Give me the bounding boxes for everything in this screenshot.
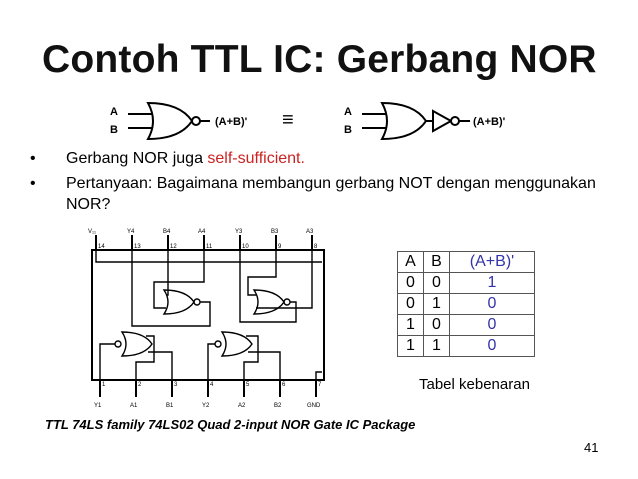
pin-label-y3: Y3: [235, 229, 243, 235]
left-output-label: (A+B)': [215, 116, 248, 128]
pin-number-1: 1: [102, 382, 106, 388]
bullet-item-1: •Gerbang NOR juga self-sufficient.: [30, 150, 305, 167]
pin-number-10: 10: [242, 244, 249, 250]
truth-cell: 0: [397, 293, 424, 315]
pin-number-14: 14: [98, 244, 105, 250]
pin-number-7: 7: [318, 382, 322, 388]
truth-cell-output: 0: [449, 335, 535, 357]
pin-number-9: 9: [278, 244, 282, 250]
truth-cell: 0: [423, 314, 450, 336]
pin-label-gnd: GND: [307, 403, 321, 409]
pin-label-a2: A2: [238, 403, 246, 409]
truth-cell: 1: [423, 293, 450, 315]
pin-label-y4: Y4: [127, 229, 135, 235]
truth-cell-output: 0: [449, 314, 535, 336]
pin-label-a1: A1: [130, 403, 138, 409]
page-number: 41: [584, 440, 599, 455]
truth-table: A B (A+B)' 0 0 1 0 1 0 1 0 0 1 1 0: [397, 251, 535, 357]
pin-number-13: 13: [134, 244, 141, 250]
nor-gate-4: [162, 289, 195, 315]
pin-number-3: 3: [174, 382, 178, 388]
pin-label-b2: B2: [274, 403, 282, 409]
equivalence-symbol: ≡: [282, 109, 294, 131]
table-row: 1 1 0: [397, 335, 535, 357]
pin-number-4: 4: [210, 382, 214, 388]
truth-header-output: (A+B)': [449, 251, 535, 273]
truth-table-header-row: A B (A+B)': [397, 251, 535, 273]
truth-header-b: B: [423, 251, 450, 273]
or-gate-right: [380, 101, 428, 140]
pin-label-b4: B4: [163, 229, 171, 235]
pin-number-5: 5: [246, 382, 250, 388]
table-row: 1 0 0: [397, 314, 535, 336]
nor-gate-left: [146, 101, 194, 140]
pin-number-12: 12: [170, 244, 177, 250]
bullet-item-2: •Pertanyaan: Bagaimana membangun gerbang…: [30, 175, 596, 213]
pin-label-b3: B3: [271, 229, 279, 235]
ic-74ls02-diagram: V₁₁ Y4 B4 A4 Y3 B3 A3 14 13 12 11 10 9 8…: [88, 229, 325, 409]
pin-label-b1: B1: [166, 403, 174, 409]
truth-cell: 1: [397, 314, 424, 336]
left-input-b-label: B: [110, 124, 118, 136]
right-output-label: (A+B)': [473, 116, 506, 128]
right-input-a-label: A: [344, 106, 352, 118]
truth-cell: 0: [423, 272, 450, 294]
bullet-text-2: Pertanyaan: Bagaimana membangun gerbang …: [66, 175, 596, 213]
bullet-highlight-1: self-sufficient.: [207, 150, 305, 167]
bullet-list: •Gerbang NOR juga self-sufficient. •Pert…: [22, 148, 612, 219]
pin-number-11: 11: [206, 244, 213, 250]
bullet-text-1: Gerbang NOR juga: [66, 150, 208, 167]
package-caption: TTL 74LS family 74LS02 Quad 2-input NOR …: [45, 417, 416, 432]
not-gate-right: [432, 109, 454, 133]
pin-label-y1: Y1: [94, 403, 102, 409]
pin-label-vcc: V₁₁: [88, 229, 96, 235]
pin-number-8: 8: [314, 244, 318, 250]
truth-cell: 1: [397, 335, 424, 357]
truth-cell-output: 0: [449, 293, 535, 315]
nor-gate-2: [220, 331, 253, 357]
truth-header-a: A: [397, 251, 424, 273]
nor-gate-1: [120, 331, 153, 357]
truth-table-caption: Tabel kebenaran: [419, 376, 530, 393]
pin-label-a3: A3: [306, 229, 314, 235]
pin-label-a4: A4: [198, 229, 206, 235]
truth-cell: 0: [397, 272, 424, 294]
page-title: Contoh TTL IC: Gerbang NOR: [42, 38, 597, 81]
pin-number-2: 2: [138, 382, 142, 388]
right-input-b-label: B: [344, 124, 352, 136]
pin-label-y2: Y2: [202, 403, 210, 409]
truth-cell: 1: [423, 335, 450, 357]
left-input-a-label: A: [110, 106, 118, 118]
pin-number-6: 6: [282, 382, 286, 388]
table-row: 0 1 0: [397, 293, 535, 315]
nor-equivalence-diagram: A B (A+B)' ≡ A B (A+B)': [110, 101, 506, 140]
table-row: 0 0 1: [397, 272, 535, 294]
nor-gate-3: [252, 289, 285, 315]
truth-cell-output: 1: [449, 272, 535, 294]
